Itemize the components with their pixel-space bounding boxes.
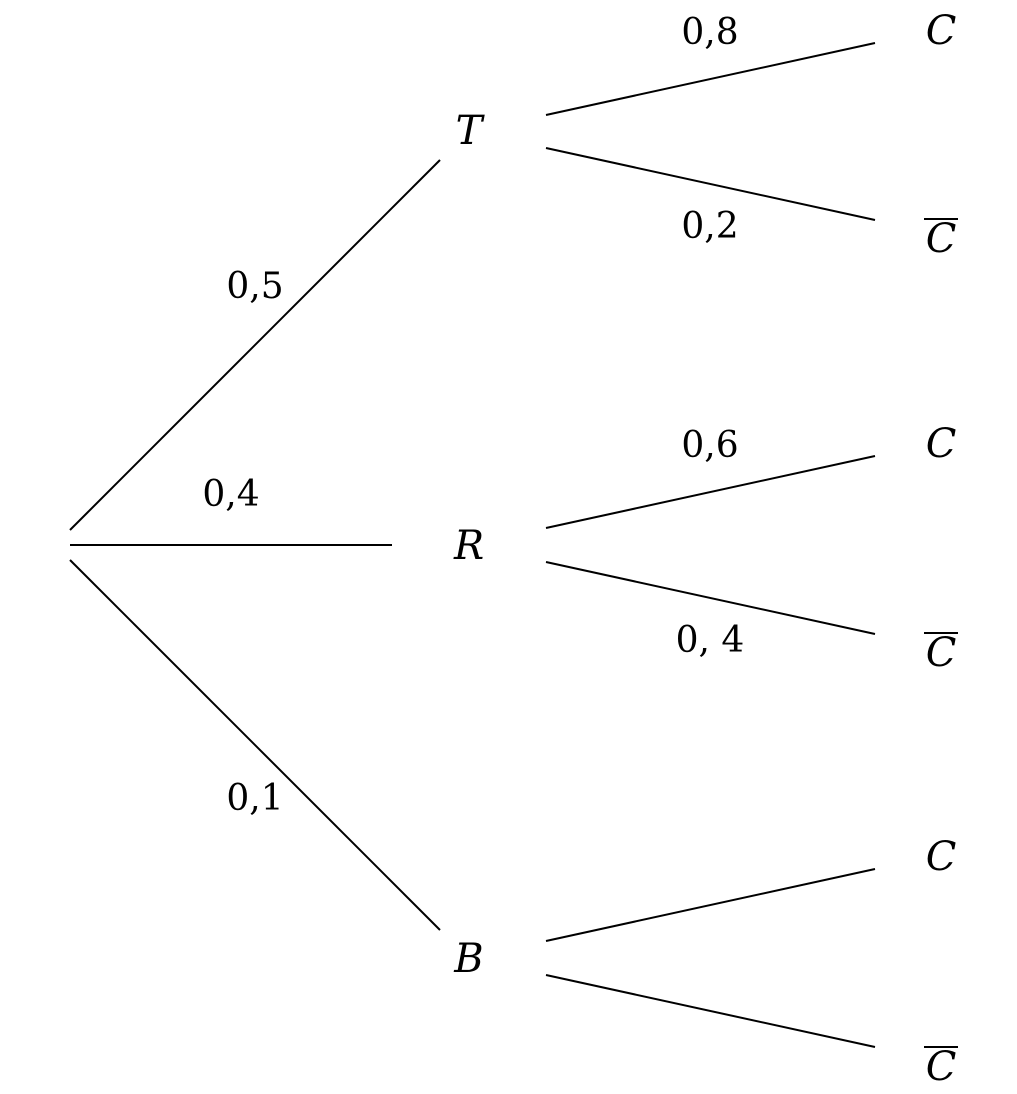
prob-root-r: 0,4 <box>202 474 259 515</box>
branch-b-c <box>545 868 876 942</box>
prob-r-c: 0,6 <box>681 425 738 466</box>
branch-r-c <box>545 455 876 529</box>
branch-t-c <box>545 42 876 116</box>
node-r: R <box>453 523 484 569</box>
branch-b-cbar <box>545 974 876 1048</box>
node-b: B <box>453 936 483 982</box>
node-t-cbar: C <box>926 216 957 262</box>
node-t-c: C <box>926 8 957 54</box>
node-r-c: C <box>926 421 957 467</box>
prob-root-t: 0,5 <box>226 266 283 307</box>
node-r-cbar: C <box>926 630 957 676</box>
prob-root-b: 0,1 <box>226 778 283 819</box>
prob-r-cbar: 0, 4 <box>676 620 745 661</box>
branch-root-b <box>69 559 441 931</box>
node-t: T <box>456 108 486 154</box>
node-b-cbar: C <box>926 1044 957 1090</box>
prob-t-c: 0,8 <box>681 12 738 53</box>
branch-t-cbar <box>545 147 876 221</box>
node-b-c: C <box>926 834 957 880</box>
prob-t-cbar: 0,2 <box>681 206 738 247</box>
branch-root-t <box>69 159 441 531</box>
branch-r-cbar <box>545 561 876 635</box>
